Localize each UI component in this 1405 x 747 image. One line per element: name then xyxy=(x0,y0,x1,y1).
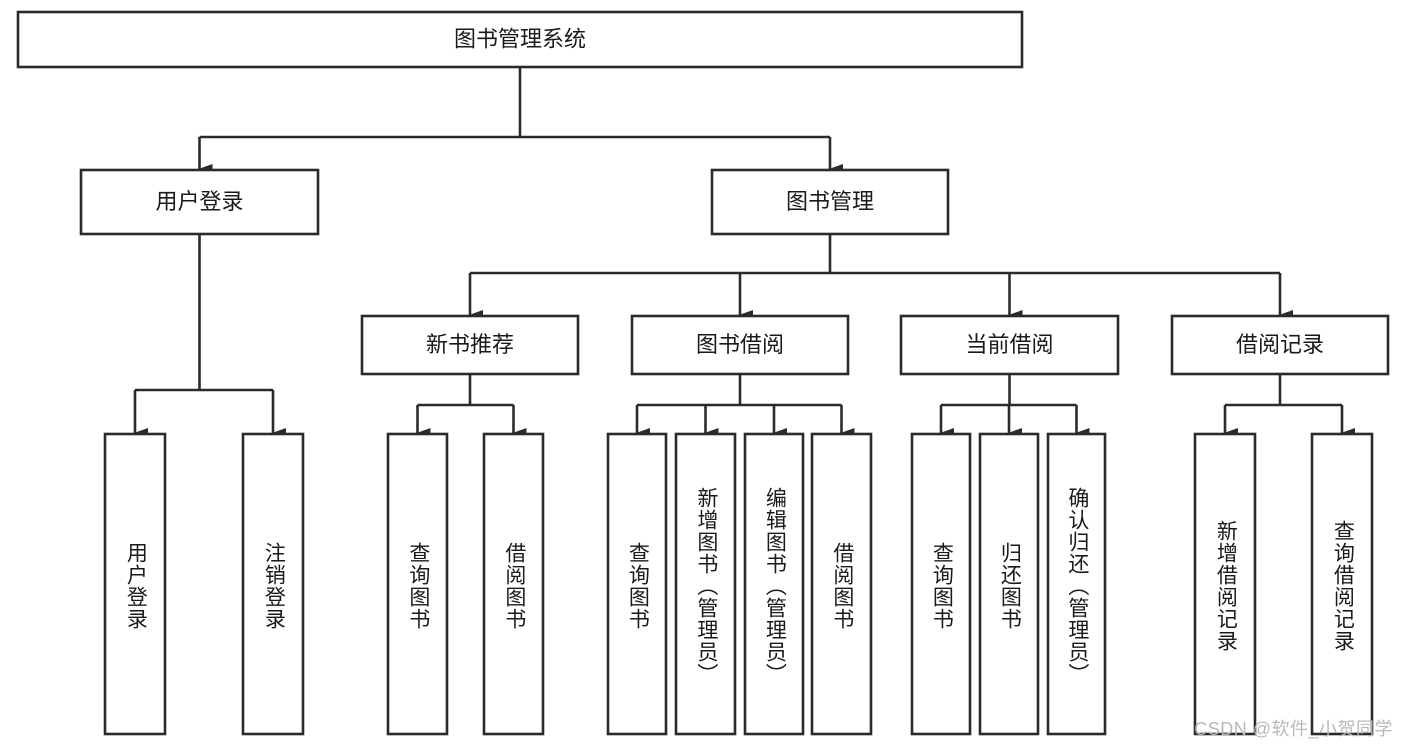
node-label-level2-1: 图书管理 xyxy=(786,189,874,214)
node-box-leaf-9[interactable] xyxy=(978,432,1040,736)
connectors-layer xyxy=(133,67,1355,438)
node-box-level3-2[interactable] xyxy=(899,314,1120,376)
node-box-leaf-4[interactable] xyxy=(606,432,668,736)
node-box-leaf-5[interactable] xyxy=(674,432,737,736)
node-label-level3-3: 借阅记录 xyxy=(1236,332,1324,357)
node-box-level3-0[interactable] xyxy=(360,314,580,376)
node-box-leaf-0[interactable] xyxy=(103,432,167,736)
node-box-leaf-7[interactable] xyxy=(810,432,873,736)
node-box-leaf-6[interactable] xyxy=(743,432,805,736)
node-label-level3-1: 图书借阅 xyxy=(696,332,784,357)
node-box-leaf-2[interactable] xyxy=(386,432,449,736)
node-label-root: 图书管理系统 xyxy=(454,26,586,51)
node-boxes-layer xyxy=(16,10,1390,736)
node-box-leaf-10[interactable] xyxy=(1046,432,1107,736)
node-box-leaf-12[interactable] xyxy=(1310,432,1374,736)
node-label-level3-0: 新书推荐 xyxy=(426,332,514,357)
node-label-level2-0: 用户登录 xyxy=(155,189,243,214)
node-box-leaf-1[interactable] xyxy=(241,432,305,736)
node-box-level3-3[interactable] xyxy=(1170,314,1390,376)
watermark-text: CSDN @软件_小贺同学 xyxy=(1194,719,1393,739)
node-box-leaf-3[interactable] xyxy=(482,432,545,736)
node-label-level3-2: 当前借阅 xyxy=(965,332,1053,357)
node-box-leaf-8[interactable] xyxy=(910,432,972,736)
node-box-level3-1[interactable] xyxy=(630,314,850,376)
node-box-leaf-11[interactable] xyxy=(1193,432,1257,736)
node-box-level2-0[interactable] xyxy=(79,168,320,236)
node-box-level2-1[interactable] xyxy=(710,168,950,236)
node-box-root[interactable] xyxy=(16,10,1024,69)
